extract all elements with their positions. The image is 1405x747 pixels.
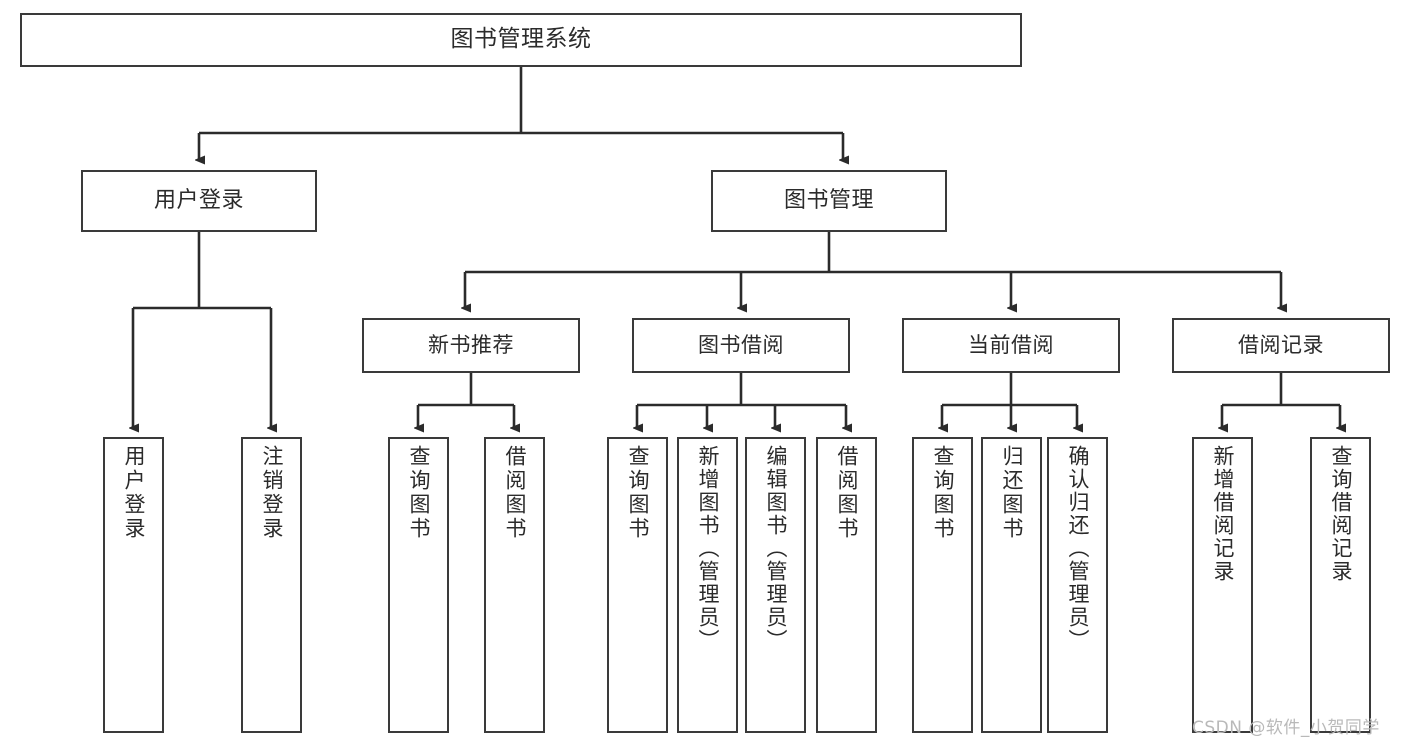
node-label: 当前借阅 bbox=[968, 333, 1054, 358]
node-label: 查询图书 bbox=[626, 445, 651, 541]
node-label: 图书管理系统 bbox=[450, 26, 592, 53]
node-current-borrow[interactable]: 当前借阅 bbox=[902, 318, 1120, 373]
node-label: 用户登录 bbox=[153, 188, 244, 214]
node-label: 用户登录 bbox=[122, 445, 147, 541]
node-label: 借阅记录 bbox=[1238, 333, 1324, 358]
leaf-new-book-query[interactable]: 查询图书 bbox=[388, 437, 449, 733]
node-label: 注销登录 bbox=[260, 445, 285, 541]
leaf-current-borrow-query[interactable]: 查询图书 bbox=[912, 437, 973, 733]
node-book-borrow[interactable]: 图书借阅 bbox=[632, 318, 850, 373]
node-label: 查询图书 bbox=[931, 445, 956, 541]
node-new-book-recommend[interactable]: 新书推荐 bbox=[362, 318, 580, 373]
node-label: 归还图书 bbox=[1000, 445, 1025, 541]
node-user-login[interactable]: 用户登录 bbox=[81, 170, 317, 232]
node-book-management[interactable]: 图书管理 bbox=[711, 170, 947, 232]
node-label: 查询图书 bbox=[407, 445, 432, 541]
leaf-book-borrow-edit[interactable]: 编辑图书（管理员） bbox=[745, 437, 806, 733]
node-label: 新书推荐 bbox=[428, 333, 514, 358]
node-label: 借阅图书 bbox=[503, 445, 528, 541]
leaf-book-borrow-query[interactable]: 查询图书 bbox=[607, 437, 668, 733]
node-root-system[interactable]: 图书管理系统 bbox=[20, 13, 1022, 67]
csdn-watermark: CSDN @软件_小贺同学 bbox=[1192, 718, 1380, 738]
leaf-record-query[interactable]: 查询借阅记录 bbox=[1310, 437, 1371, 733]
node-label: 图书借阅 bbox=[698, 333, 784, 358]
leaf-new-book-borrow[interactable]: 借阅图书 bbox=[484, 437, 545, 733]
node-label: 查询借阅记录 bbox=[1329, 445, 1354, 583]
node-borrow-record[interactable]: 借阅记录 bbox=[1172, 318, 1390, 373]
node-label: 确认归还（管理员） bbox=[1066, 445, 1091, 652]
node-label: 新增图书（管理员） bbox=[696, 445, 721, 652]
node-label: 借阅图书 bbox=[835, 445, 860, 541]
node-label: 新增借阅记录 bbox=[1211, 445, 1236, 583]
leaf-current-borrow-return[interactable]: 归还图书 bbox=[981, 437, 1042, 733]
leaf-user-login-signout[interactable]: 注销登录 bbox=[241, 437, 302, 733]
leaf-book-borrow-add[interactable]: 新增图书（管理员） bbox=[677, 437, 738, 733]
leaf-user-login-signin[interactable]: 用户登录 bbox=[103, 437, 164, 733]
node-label: 图书管理 bbox=[783, 188, 874, 214]
leaf-book-borrow-lend[interactable]: 借阅图书 bbox=[816, 437, 877, 733]
leaf-current-borrow-confirm-return[interactable]: 确认归还（管理员） bbox=[1047, 437, 1108, 733]
leaf-record-add[interactable]: 新增借阅记录 bbox=[1192, 437, 1253, 733]
node-label: 编辑图书（管理员） bbox=[764, 445, 789, 652]
